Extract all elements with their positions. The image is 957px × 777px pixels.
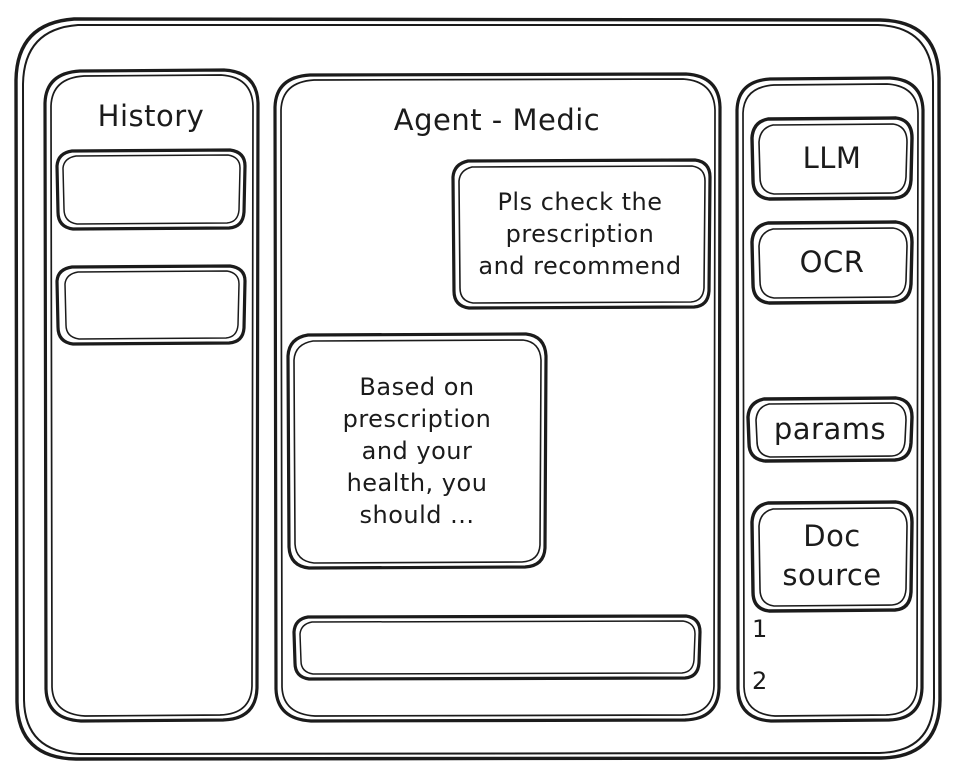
agent-panel-title: Agent - Medic (393, 102, 601, 137)
message-composer-input[interactable] (294, 616, 700, 678)
agent-message-text: Based on prescription and your health, y… (342, 372, 492, 530)
user-message-text: Pls check the prescription and recommend (478, 187, 682, 281)
history-list-item[interactable] (58, 150, 244, 228)
tool-button-llm-label: LLM (802, 140, 862, 175)
doc-source-list-item[interactable]: 2 (752, 666, 768, 695)
tool-button-ocr-label: OCR (799, 244, 865, 279)
history-panel-title: History (97, 98, 205, 133)
tool-button-params-label: params (773, 411, 887, 446)
doc-source-label: Doc source (782, 519, 882, 592)
history-list-item[interactable] (58, 266, 244, 342)
doc-source-list-item[interactable]: 1 (752, 614, 768, 643)
